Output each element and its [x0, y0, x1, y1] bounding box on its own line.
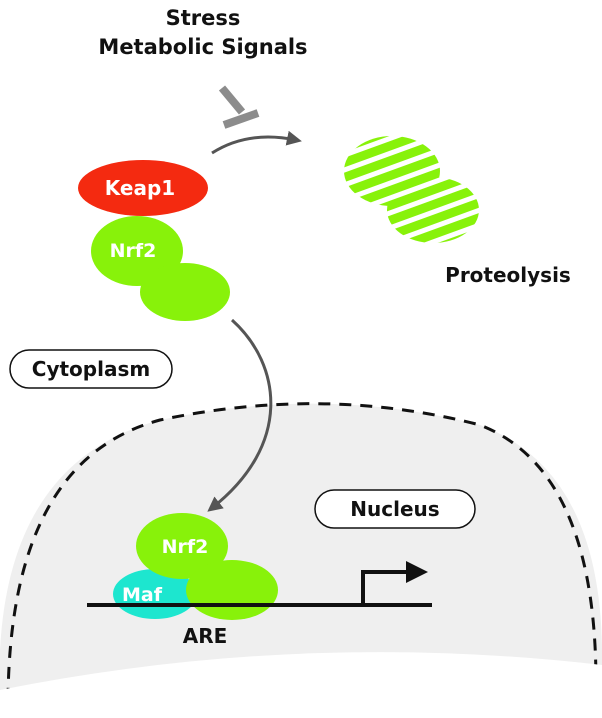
nrf2-cytoplasm-protein [91, 216, 230, 321]
degraded-nrf2-icon [344, 136, 479, 243]
nrf2-cytoplasm-label: Nrf2 [110, 240, 157, 262]
nucleus-label-box: Nucleus [314, 489, 476, 529]
nuclear-envelope [6, 402, 598, 701]
bent-arrow-icon [361, 561, 428, 605]
proteolysis-label: Proteolysis [445, 263, 571, 287]
nucleus-label: Nucleus [350, 497, 439, 521]
nucleus-region [0, 403, 602, 718]
degradation-arrow [211, 130, 302, 155]
keap1-protein [78, 160, 208, 216]
nuclear-translocation-arrow [207, 318, 273, 512]
cytoplasm-label-box: Cytoplasm [9, 349, 173, 389]
maf-label: Maf [122, 584, 163, 606]
metabolic-signals-label: Metabolic Signals [98, 35, 307, 59]
t-bar-inhibition-icon [218, 85, 260, 129]
nrf2-nucleus-label: Nrf2 [162, 536, 209, 558]
keap1-label: Keap1 [105, 176, 175, 200]
are-label: ARE [183, 624, 228, 648]
cytoplasm-label: Cytoplasm [32, 357, 150, 381]
nucleus-lower-boundary [0, 652, 602, 718]
stress-label: Stress [166, 6, 241, 30]
